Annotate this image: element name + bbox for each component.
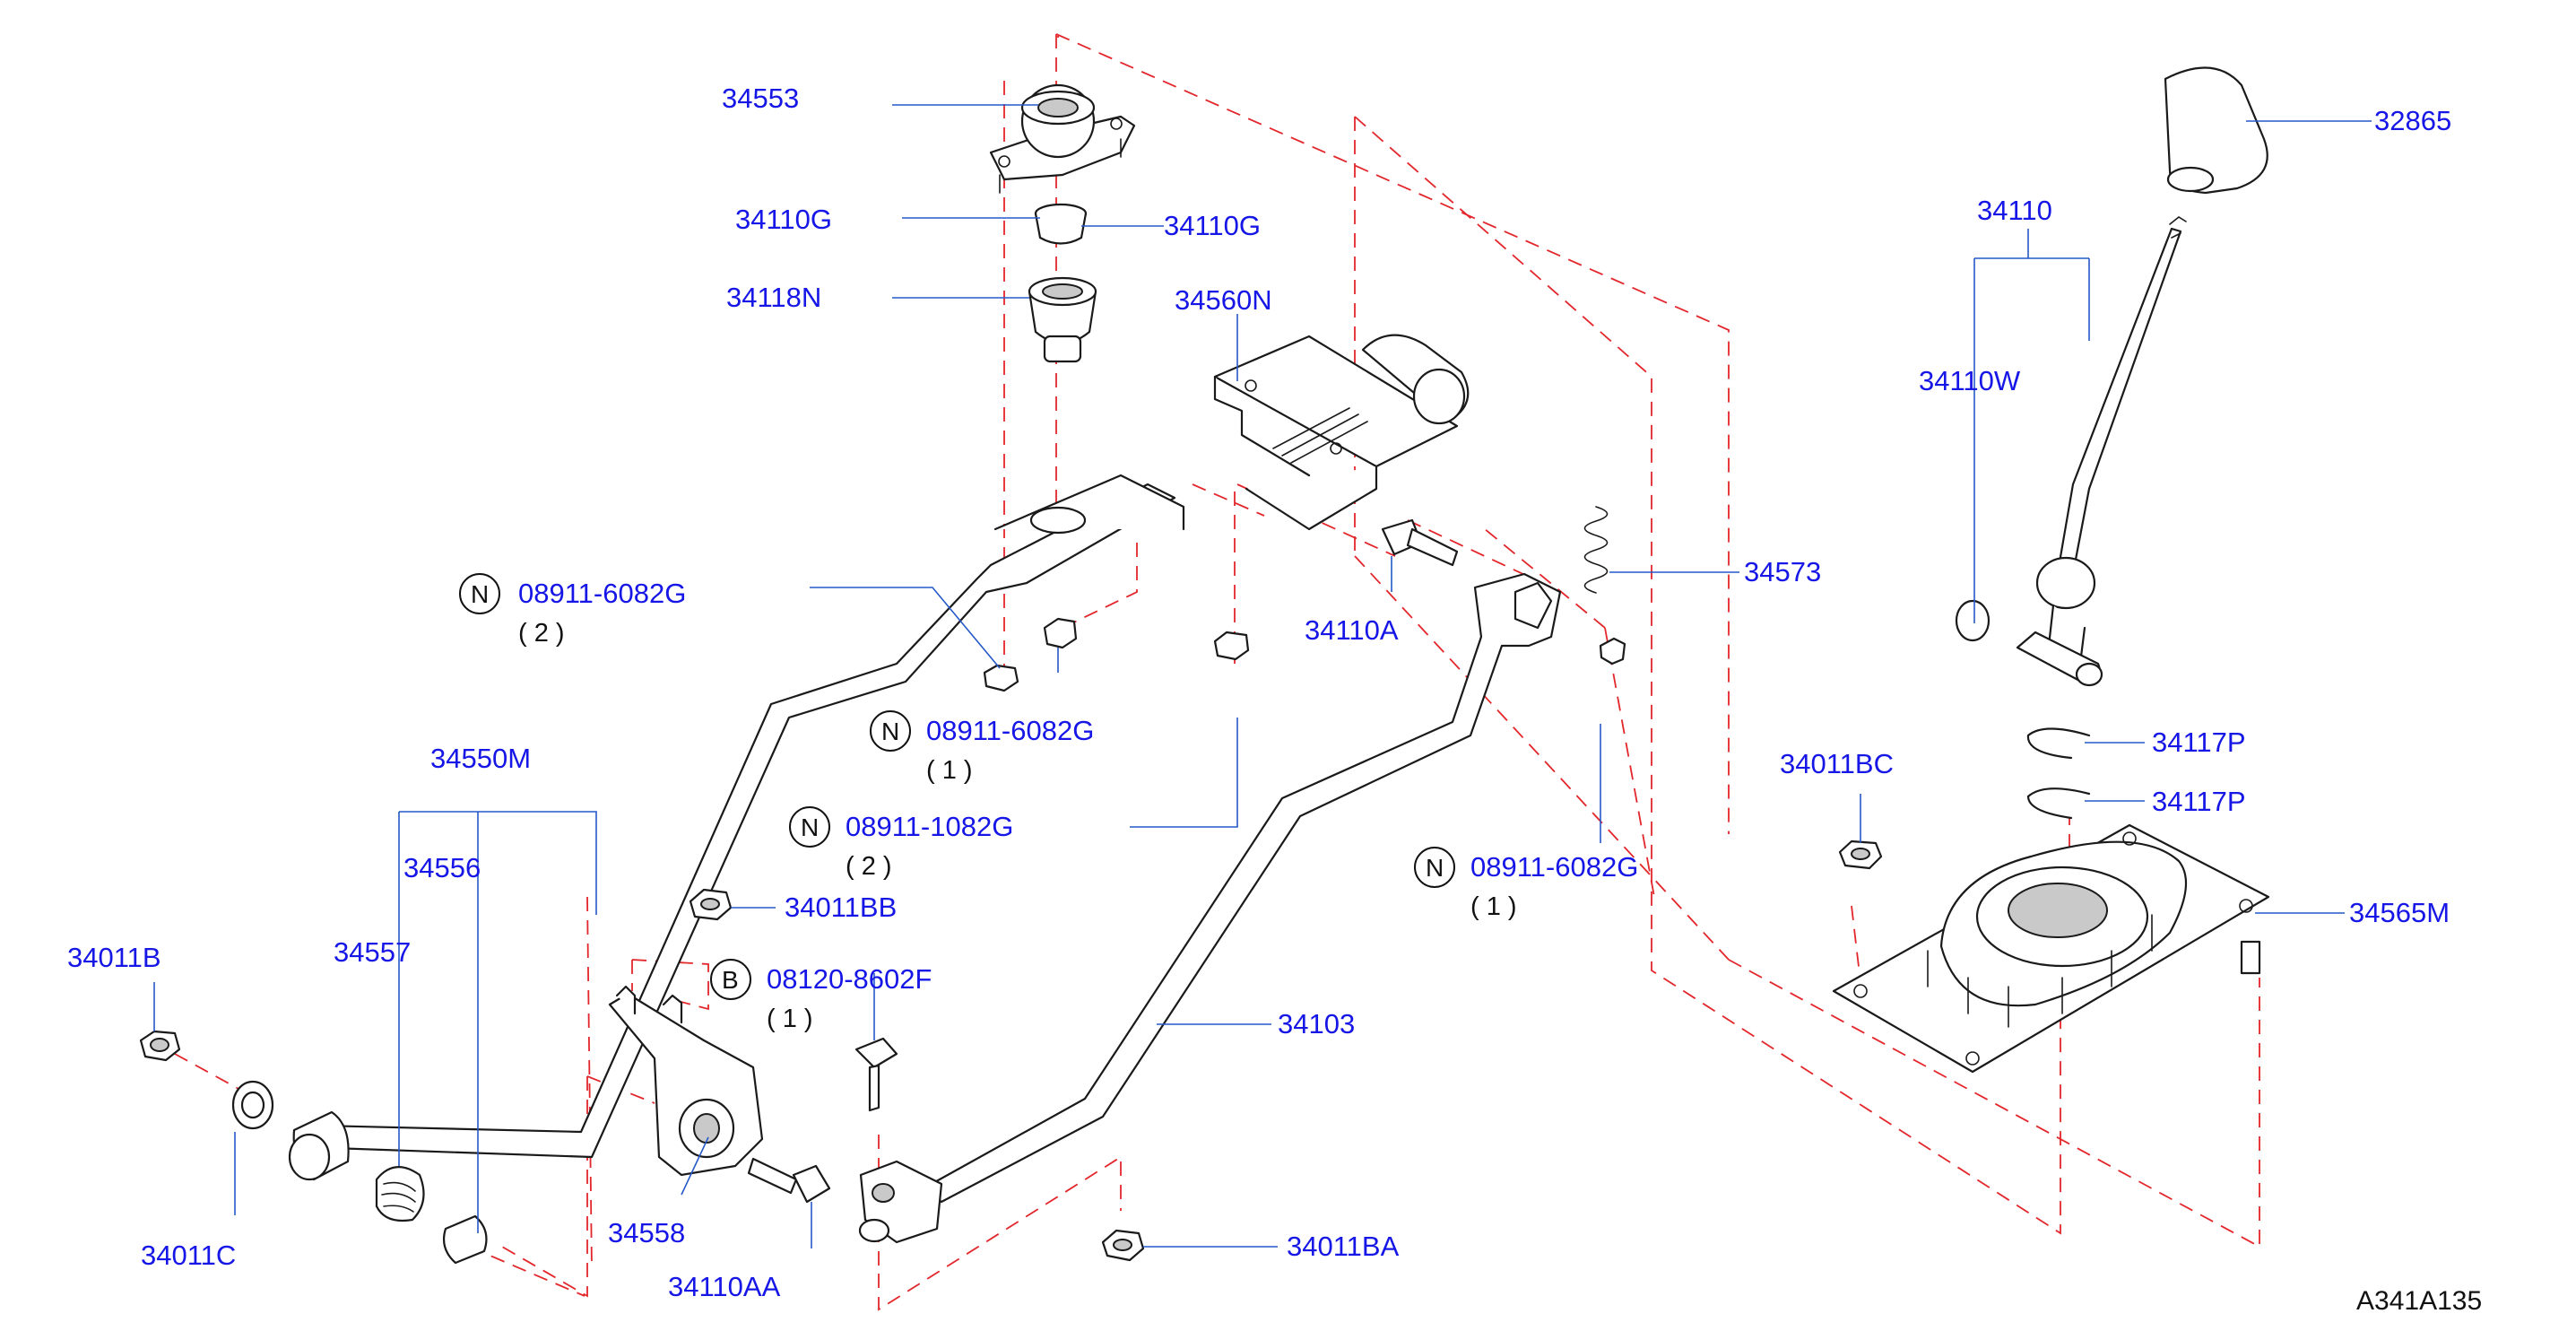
bolt-34110A xyxy=(1381,518,1459,567)
callout-08911-1082G: N 08911-1082G ( 2 ) xyxy=(789,806,1013,881)
bolt-34110AA xyxy=(747,1157,831,1204)
label-34011BA: 34011BA xyxy=(1287,1231,1400,1262)
shift-knob-32865 xyxy=(2164,66,2268,195)
label-34573: 34573 xyxy=(1744,556,1821,587)
label-34110A: 34110A xyxy=(1305,614,1399,646)
label-34550M: 34550M xyxy=(430,743,531,774)
marker-letter: B xyxy=(722,966,739,994)
bushings-34556-34557 xyxy=(288,1110,488,1265)
nut-34011BC xyxy=(1838,839,1883,870)
control-rod-34550M xyxy=(319,474,1185,1159)
marker-letter: N xyxy=(801,813,819,841)
bracket-34560N xyxy=(1213,334,1470,531)
callout-08911-6082G-c: N 08911-6082G ( 1 ) xyxy=(1414,847,1638,921)
label-34560N: 34560N xyxy=(1175,284,1272,316)
label-34118N: 34118N xyxy=(726,282,821,313)
marker-letter: N xyxy=(471,580,489,608)
marker-letter: N xyxy=(881,718,899,745)
callout-part-number: 08911-6082G xyxy=(926,715,1094,746)
label-34110W: 34110W xyxy=(1919,365,2021,396)
nut-34011BB xyxy=(689,888,733,921)
label-34558: 34558 xyxy=(608,1217,685,1248)
callout-08911-6082G-b: N 08911-6082G ( 1 ) xyxy=(870,710,1094,785)
label-34117P-lower: 34117P xyxy=(2152,786,2246,817)
housing-34565M xyxy=(1832,823,2270,1074)
label-34117P-upper: 34117P xyxy=(2152,726,2246,758)
callout-quantity: ( 2 ) xyxy=(846,852,892,881)
callout-quantity: ( 1 ) xyxy=(1470,892,1517,921)
bushing-34110G xyxy=(1034,203,1088,245)
bolt-08120-8602F xyxy=(854,1037,898,1112)
part-labels: 34553 34110G 34110G 34118N 34560N 32865 … xyxy=(67,83,2451,1302)
label-34557: 34557 xyxy=(334,936,411,968)
label-34110: 34110 xyxy=(1977,195,2052,226)
label-34556: 34556 xyxy=(403,852,481,883)
label-34011C: 34011C xyxy=(141,1240,236,1271)
label-34553: 34553 xyxy=(722,83,799,114)
label-34110AA: 34110AA xyxy=(668,1271,781,1302)
drawing-code: A341A135 xyxy=(2356,1286,2482,1316)
seal-flange-34553 xyxy=(989,83,1136,194)
leader-lines xyxy=(153,104,2372,1248)
bracket-34558 xyxy=(608,985,764,1177)
callout-08911-6082G-a: N 08911-6082G ( 2 ) xyxy=(459,573,686,648)
label-34011BB: 34011BB xyxy=(785,892,897,923)
nuts-08911 xyxy=(983,617,1626,692)
marker-N-icon xyxy=(459,573,500,614)
callout-part-number: 08911-6082G xyxy=(1470,851,1638,883)
nut-34011BA xyxy=(1101,1229,1145,1262)
callout-part-number: 08120-8602F xyxy=(767,963,932,995)
marker-N-icon xyxy=(1414,847,1455,888)
label-34011BC: 34011BC xyxy=(1780,748,1894,779)
marker-N-icon xyxy=(870,710,911,752)
washer-34110W xyxy=(1955,599,1991,642)
marker-B-icon xyxy=(710,959,751,1000)
callout-part-number: 08911-1082G xyxy=(846,811,1013,842)
callout-quantity: ( 2 ) xyxy=(518,619,565,648)
spring-34573 xyxy=(1583,506,1609,594)
control-rod-34103 xyxy=(858,572,1562,1244)
parts-artwork xyxy=(139,66,2270,1265)
label-32865: 32865 xyxy=(2374,105,2451,136)
callout-part-number: 08911-6082G xyxy=(518,578,686,609)
nut-washer-34011B-34011C xyxy=(139,1030,274,1130)
marker-letter: N xyxy=(1426,854,1444,882)
snap-rings-34117P xyxy=(2026,727,2091,820)
callout-quantity: ( 1 ) xyxy=(926,756,973,785)
callout-08120-8602F: B 08120-8602F ( 1 ) xyxy=(710,959,932,1033)
callout-quantity: ( 1 ) xyxy=(767,1005,813,1033)
label-34110G-left: 34110G xyxy=(735,204,832,235)
label-34565M: 34565M xyxy=(2349,897,2450,928)
bushing-34118N xyxy=(1028,276,1097,363)
label-34011B: 34011B xyxy=(67,942,161,973)
marker-N-icon xyxy=(789,806,830,848)
label-34110G-right: 34110G xyxy=(1164,210,1261,241)
label-34103: 34103 xyxy=(1278,1008,1355,1040)
shift-lever-34110 xyxy=(2016,216,2187,687)
